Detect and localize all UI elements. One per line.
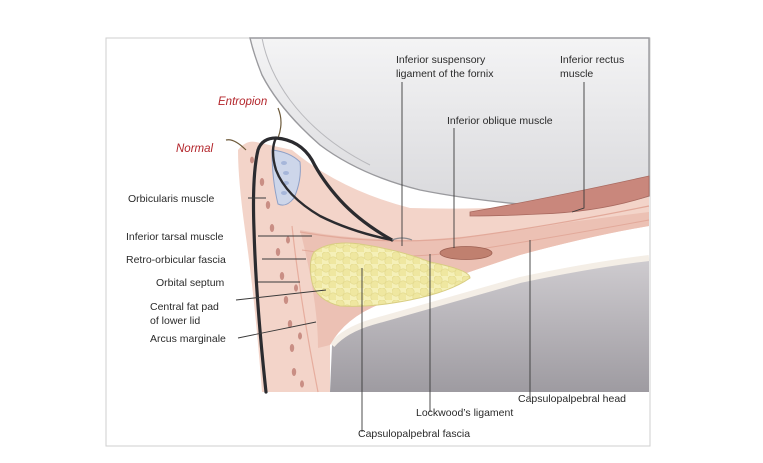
eyelash-entropion xyxy=(277,107,282,139)
label-inferior-suspensory-1: Inferior suspensory xyxy=(396,54,486,66)
eyelid-inner-outline xyxy=(271,136,394,242)
eyelash-normal xyxy=(225,139,247,151)
capsulopalpebral-line xyxy=(299,205,650,242)
label-central-fat-2: of lower lid xyxy=(150,315,200,327)
label-capsulopalpebral-fascia: Capsulopalpebral fascia xyxy=(358,428,470,440)
label-central-fat-1: Central fat pad xyxy=(150,301,219,313)
meibomian-glands xyxy=(281,161,289,195)
inferior-oblique-muscle xyxy=(439,246,493,260)
leader-lines xyxy=(235,82,585,432)
periosteum-edge xyxy=(329,255,650,348)
label-arcus-marginale: Arcus marginale xyxy=(150,333,226,345)
orbicularis-fibers xyxy=(250,156,304,388)
retro-orbicular-fascia-line xyxy=(291,225,319,393)
inferior-rectus-muscle xyxy=(469,175,650,217)
label-orbicularis: Orbicularis muscle xyxy=(128,193,215,205)
eyelid-outline xyxy=(251,136,394,394)
label-capsulopalpebral-head: Capsulopalpebral head xyxy=(518,393,626,405)
label-lockwoods: Lockwood’s ligament xyxy=(416,407,513,419)
label-normal: Normal xyxy=(176,143,214,155)
label-inferior-tarsal: Inferior tarsal muscle xyxy=(126,231,224,243)
globe-highlight xyxy=(261,37,371,166)
label-inferior-rectus-1: Inferior rectus xyxy=(560,54,624,66)
label-retro-orbicular: Retro-orbicular fascia xyxy=(126,254,226,266)
label-orbital-septum: Orbital septum xyxy=(156,277,225,289)
label-inferior-suspensory-2: ligament of the fornix xyxy=(396,68,494,80)
septum-zone xyxy=(300,212,649,348)
label-inferior-oblique: Inferior oblique muscle xyxy=(447,115,553,127)
orbital-floor-bone xyxy=(330,258,649,392)
label-inferior-rectus-2: muscle xyxy=(560,68,593,80)
label-entropion: Entropion xyxy=(218,96,267,108)
